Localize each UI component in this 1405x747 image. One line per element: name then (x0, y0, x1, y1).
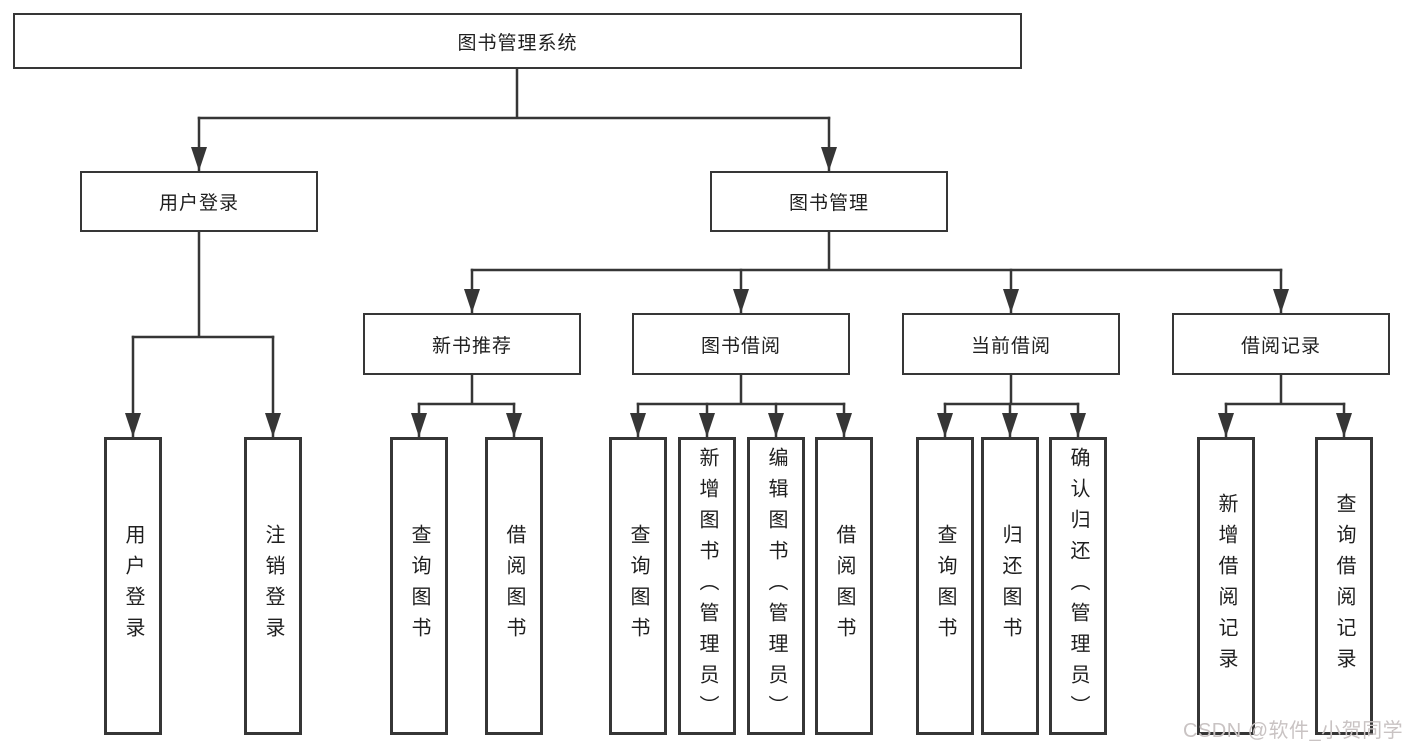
edge-book-management-children (464, 230, 1289, 315)
node-current-borrow-label: 当前借阅 (970, 335, 1051, 357)
leaf-current-query-books-label: 查询图书 (934, 524, 956, 648)
node-book-management: 图书管理 (710, 171, 948, 232)
leaf-borrow-borrow-books-label: 借阅图书 (833, 524, 855, 648)
leaf-logout: 注销登录 (244, 437, 302, 735)
node-book-borrow-label: 图书借阅 (700, 335, 781, 357)
leaf-current-confirm-return-admin: 确认归还（管理员） (1049, 437, 1107, 735)
edge-new-book-children (411, 373, 522, 439)
leaf-newbook-borrow-books-label: 借阅图书 (503, 524, 525, 648)
leaf-current-return-books-label: 归还图书 (999, 524, 1021, 648)
leaf-current-query-books: 查询图书 (916, 437, 974, 735)
edge-book-borrow-children (630, 373, 852, 439)
leaf-records-query-record: 查询借阅记录 (1315, 437, 1373, 735)
node-library-system-label: 图书管理系统 (457, 32, 578, 54)
node-user-login: 用户登录 (80, 171, 318, 232)
leaf-records-query-record-label: 查询借阅记录 (1333, 493, 1355, 679)
edge-current-borrow-children (937, 373, 1086, 439)
leaf-records-add-record-label: 新增借阅记录 (1215, 493, 1237, 679)
node-borrow-records-label: 借阅记录 (1240, 335, 1321, 357)
node-new-book-recommend: 新书推荐 (363, 313, 581, 375)
leaf-newbook-query-books: 查询图书 (390, 437, 448, 735)
node-borrow-records: 借阅记录 (1172, 313, 1390, 375)
node-current-borrow: 当前借阅 (902, 313, 1120, 375)
leaf-current-return-books: 归还图书 (981, 437, 1039, 735)
leaf-newbook-borrow-books: 借阅图书 (485, 437, 543, 735)
leaf-logout-label: 注销登录 (262, 524, 284, 648)
leaf-current-confirm-return-admin-label: 确认归还（管理员） (1067, 446, 1089, 726)
leaf-records-add-record: 新增借阅记录 (1197, 437, 1255, 735)
leaf-newbook-query-books-label: 查询图书 (408, 524, 430, 648)
leaf-user-login-label: 用户登录 (122, 524, 144, 648)
edge-user-login-children (125, 230, 281, 439)
node-user-login-label: 用户登录 (158, 193, 239, 214)
csdn-watermark: CSDN @软件_小贺同学 (1183, 720, 1404, 742)
node-library-system: 图书管理系统 (13, 13, 1022, 69)
node-book-management-label: 图书管理 (788, 193, 869, 214)
edge-borrow-records-children (1218, 373, 1352, 439)
leaf-borrow-add-books-admin-label: 新增图书（管理员） (696, 446, 718, 726)
node-new-book-recommend-label: 新书推荐 (431, 335, 512, 357)
leaf-borrow-query-books-label: 查询图书 (627, 524, 649, 648)
leaf-borrow-add-books-admin: 新增图书（管理员） (678, 437, 736, 735)
edge-root-to-level2 (191, 67, 837, 173)
leaf-borrow-borrow-books: 借阅图书 (815, 437, 873, 735)
leaf-borrow-query-books: 查询图书 (609, 437, 667, 735)
leaf-borrow-edit-books-admin: 编辑图书（管理员） (747, 437, 805, 735)
leaf-borrow-edit-books-admin-label: 编辑图书（管理员） (765, 446, 787, 726)
node-book-borrow: 图书借阅 (632, 313, 850, 375)
leaf-user-login: 用户登录 (104, 437, 162, 735)
